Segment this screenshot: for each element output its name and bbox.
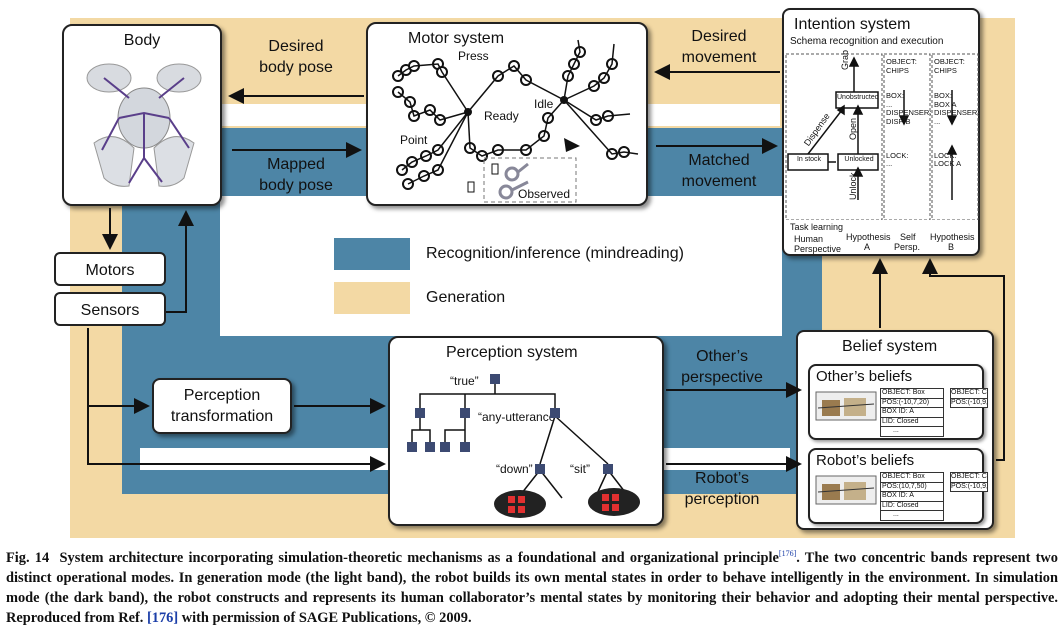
motor-observed: Observed	[518, 187, 571, 201]
intention-subtitle: Schema recognition and execution	[790, 36, 944, 47]
perception-tree	[407, 374, 640, 518]
arrow-sensors-to-perception	[87, 406, 386, 472]
caption-text-3: with permission of SAGE Publications, © …	[178, 609, 472, 626]
sensors-label: Sensors	[80, 302, 140, 319]
perception-transformation-box: Perception transformation	[152, 378, 292, 434]
arrow-belief-to-intention-2	[922, 258, 1005, 461]
motor-graph	[392, 39, 639, 203]
robots-scene-image	[815, 475, 877, 505]
others-scene-image	[815, 391, 877, 421]
others-perspective-label: Other’s perspective	[681, 348, 763, 386]
others-t1-row: OBJECT: Box	[881, 389, 943, 399]
robots-t1-row: OBJECT: Box	[881, 473, 943, 483]
task-learning-label: Task learning	[790, 222, 844, 232]
others-table-2: OBJECT: Ch POS:(-10,9,1	[950, 388, 988, 408]
motor-system-box: Motor system Press Ready Idle Point Obse…	[366, 22, 648, 206]
hypothesis-a-values: OBJECT: CHIPS BOX: ... DISPENSER: DISP B…	[886, 57, 932, 168]
robots-t2-row: POS:(-10,9,5	[951, 482, 988, 490]
others-table-1: OBJECT: Box POS:(-10,7,20) BOX ID: A LID…	[880, 388, 944, 437]
others-t2-row: OBJECT: Ch	[951, 389, 987, 399]
hypothesis-b-values: OBJECT: CHIPS BOX: BOX A DISPENSER: ... …	[934, 57, 980, 168]
desired-body-pose-label: Desired body pose	[259, 38, 333, 76]
others-t2-row: POS:(-10,9,1	[951, 398, 988, 406]
persp-label: Persp.	[894, 242, 921, 252]
caption-fig-number: Fig. 14	[6, 549, 50, 566]
body-title: Body	[123, 32, 161, 49]
robot-figure-image	[86, 63, 202, 187]
desired-movement-label: Desired movement	[681, 28, 757, 66]
schema-unlocked: Unlocked	[844, 156, 874, 163]
node-sit-label: “sit”	[570, 462, 590, 476]
others-t1-row: LID: Closed	[881, 418, 943, 427]
robots-beliefs-title: Robot’s beliefs	[816, 452, 915, 469]
human-label: Human	[794, 234, 824, 244]
intention-system-box: Intention system Schema recognition and …	[782, 8, 980, 256]
robots-table-1: OBJECT: Box POS:(10,7,50) BOX ID: A LID:…	[880, 472, 944, 521]
robots-t1-row: LID: Closed	[881, 502, 943, 511]
hypothesis-a-label: Hypothesis	[846, 232, 891, 242]
others-beliefs-panel: Other’s beliefs OBJECT: Box POS:(-10,7,2…	[808, 364, 988, 440]
motor-title: Motor system	[408, 30, 505, 47]
belief-title: Belief system	[842, 338, 938, 355]
motor-press: Press	[458, 49, 489, 63]
others-t1-row: POS:(-10,7,20)	[881, 399, 943, 408]
robots-beliefs-panel: Robot’s beliefs OBJECT: Box POS:(10,7,50…	[808, 448, 988, 524]
hypothesis-a-letter: A	[864, 242, 871, 252]
arrows-layer	[87, 64, 1005, 472]
matched-movement-label: Matched movement	[681, 152, 757, 190]
node-any-utterance-label: “any-utterance”	[478, 410, 560, 424]
hypothesis-b-letter: B	[948, 242, 955, 252]
perception-system-box: Perception system “true” “any-utterance”…	[388, 336, 664, 526]
perception-title: Perception system	[446, 344, 578, 361]
caption-text-1: System architecture incorporating simula…	[59, 549, 779, 566]
self-label: Self	[900, 232, 916, 242]
others-t1-row: BOX ID: A	[881, 408, 943, 418]
schema-unobstructed: Unobstructed	[837, 94, 879, 101]
mapped-body-pose-label: Mapped body pose	[259, 156, 333, 194]
caption-ref-link[interactable]: [176]	[146, 609, 179, 626]
robots-t1-row: BOX ID: A	[881, 492, 943, 502]
robots-t2-row: OBJECT: Ch	[951, 473, 987, 483]
motor-ready: Ready	[484, 109, 519, 123]
legend-swatch-generation	[334, 282, 410, 314]
body-box: Body	[62, 24, 222, 206]
caption-text-2: . The two concentric bands represent two…	[6, 549, 1058, 626]
motors-label: Motors	[85, 262, 135, 279]
schema-graph	[785, 53, 979, 220]
inner-white	[220, 196, 782, 336]
node-true-label: “true”	[450, 374, 479, 388]
robots-t1-row: ...	[893, 511, 899, 518]
others-t1-row: ...	[893, 427, 899, 434]
perception-transformation-label: Perception transformation	[170, 387, 274, 425]
sensors-box: Sensors	[54, 292, 166, 326]
motors-box: Motors	[54, 252, 166, 286]
robots-table-2: OBJECT: Ch POS:(-10,9,5	[950, 472, 988, 492]
schema-in-stock: In stock	[796, 156, 822, 163]
legend-label-recognition: Recognition/inference (mindreading)	[426, 245, 684, 262]
arrow-sensors-to-body	[166, 210, 194, 313]
caption-superscript-ref[interactable]: [176]	[778, 549, 797, 558]
architecture-diagram: Body Motor system Press Ready Idle Point…	[54, 8, 1015, 538]
belief-system-box: Belief system Other’s beliefs OBJECT: Bo…	[796, 330, 994, 530]
robots-t1-row: POS:(10,7,50)	[881, 483, 943, 492]
arrow-sensors-to-transform	[87, 328, 150, 414]
figure-caption: Fig. 14 System architecture incorporatin…	[6, 544, 1058, 628]
perspective-label: Perspective	[794, 244, 842, 254]
node-down-label: “down”	[496, 462, 533, 476]
robots-perception-label: Robot’s perception	[684, 470, 760, 508]
intention-title: Intention system	[794, 16, 911, 33]
motor-point: Point	[400, 133, 428, 147]
legend-label-generation: Generation	[426, 289, 506, 306]
motor-idle: Idle	[534, 97, 554, 111]
others-beliefs-title: Other’s beliefs	[816, 368, 913, 385]
legend-swatch-recognition	[334, 238, 410, 270]
hypothesis-b-label: Hypothesis	[930, 232, 975, 242]
